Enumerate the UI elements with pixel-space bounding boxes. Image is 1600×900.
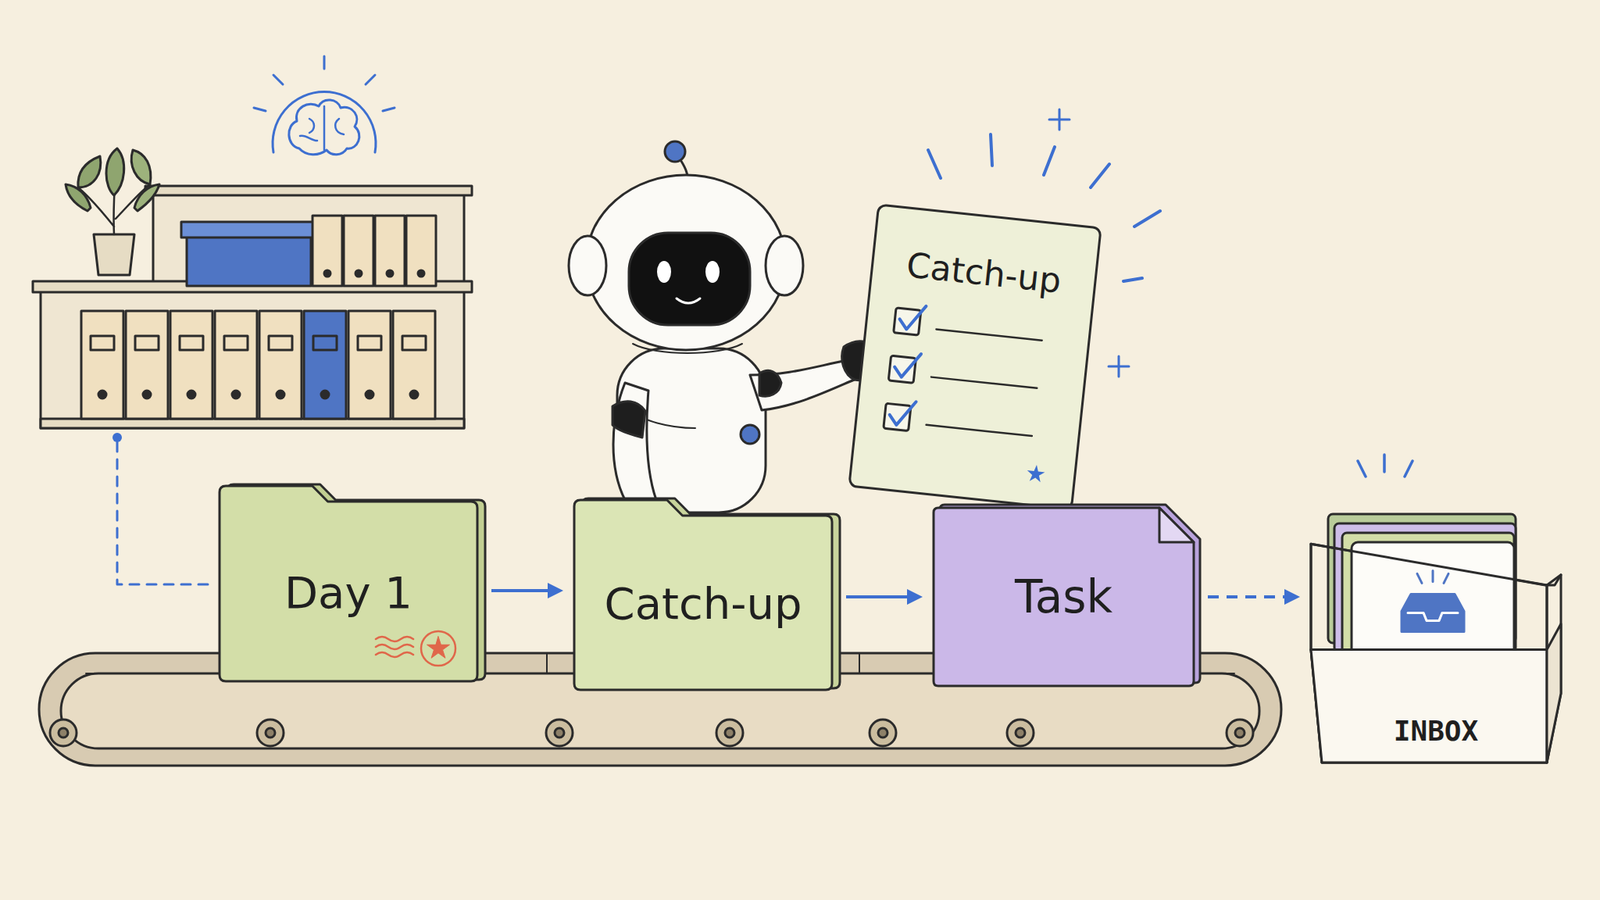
robot <box>568 141 881 513</box>
flow-arrow <box>1207 595 1297 599</box>
node-label: INBOX <box>1393 714 1479 747</box>
flow-arrow <box>491 589 561 593</box>
folder: Day 1 <box>219 485 478 682</box>
flow-arrow <box>846 595 920 599</box>
folder: Catch-up <box>574 500 833 690</box>
node-outline <box>849 204 1101 510</box>
node-label: Task <box>1014 571 1113 624</box>
node-label: Day 1 <box>284 567 413 618</box>
brain-icon <box>253 56 395 155</box>
inbox-tray: INBOX <box>1310 507 1561 766</box>
task-document: Task <box>933 507 1194 686</box>
node-label: Catch-up <box>604 578 803 629</box>
shelf <box>32 148 472 429</box>
checklist-sheet: Catch-up <box>849 204 1101 510</box>
